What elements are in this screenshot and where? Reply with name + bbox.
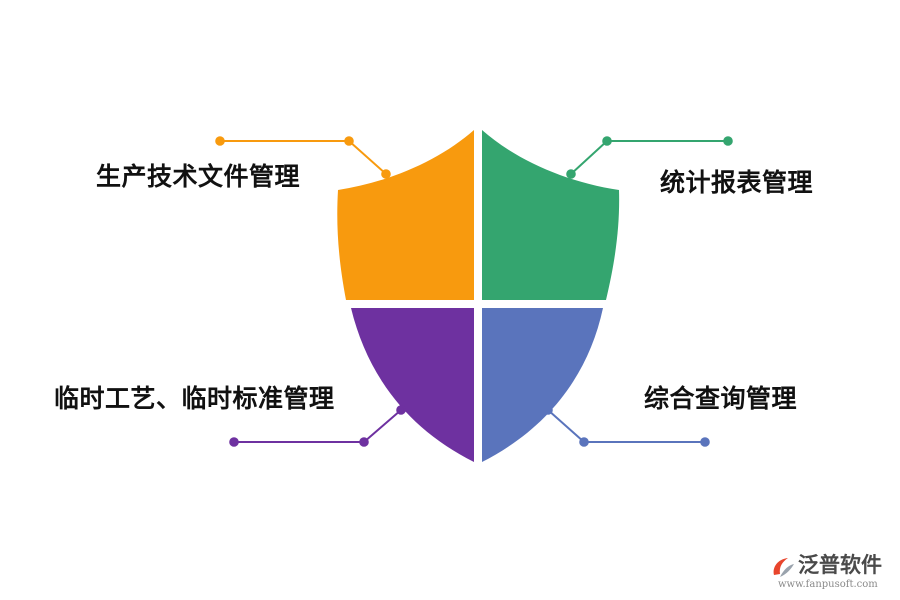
brand-logo: 泛普软件 www.fanpusoft.com	[770, 553, 895, 593]
brand-mark-icon	[773, 558, 794, 577]
connector-bottom-left	[229, 405, 406, 447]
brand-name: 泛普软件	[798, 553, 882, 577]
shield-quadrant-bottom-right	[482, 308, 603, 462]
label-bottom-left: 临时工艺、临时标准管理	[54, 384, 335, 413]
label-top-right: 统计报表管理	[660, 168, 814, 197]
label-top-left: 生产技术文件管理	[96, 162, 301, 191]
brand-url: www.fanpusoft.com	[778, 579, 878, 590]
shield-quadrant-bottom-left	[351, 308, 474, 462]
connector-top-right	[566, 136, 733, 179]
shield-quadrant-top-right	[482, 130, 620, 300]
connector-top-left	[215, 136, 391, 179]
label-bottom-right: 综合查询管理	[644, 384, 798, 413]
shield-quadrant-top-left	[337, 130, 474, 300]
connector-bottom-right	[543, 405, 710, 447]
